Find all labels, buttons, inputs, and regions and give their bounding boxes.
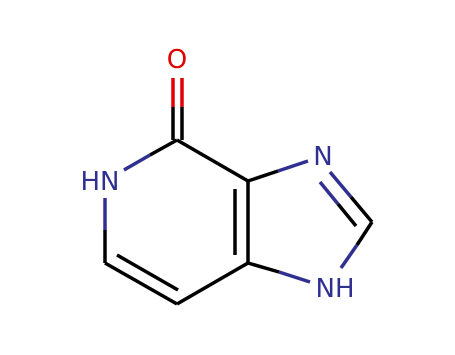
atom-oxygen: O (167, 45, 187, 75)
atom-nh-pyridinone: HN (81, 167, 120, 197)
atom-n-imine: N (313, 142, 332, 172)
bond-c3a-c4 (176, 138, 249, 183)
bond-c7a-c3a-double (233, 181, 250, 263)
bond-n1-c7a (247, 261, 311, 284)
bond-c7-c7a (176, 261, 249, 306)
bond-c3a-n3 (247, 159, 309, 183)
bond-c4-n5 (123, 138, 178, 172)
atom-nh-imidazole: NH (316, 274, 355, 304)
bond-c2-n1 (339, 221, 374, 269)
bond-c6-c7-double (104, 253, 179, 306)
bond-c4-o-double (171, 78, 184, 140)
bond-n3-c2-double (318, 170, 374, 228)
